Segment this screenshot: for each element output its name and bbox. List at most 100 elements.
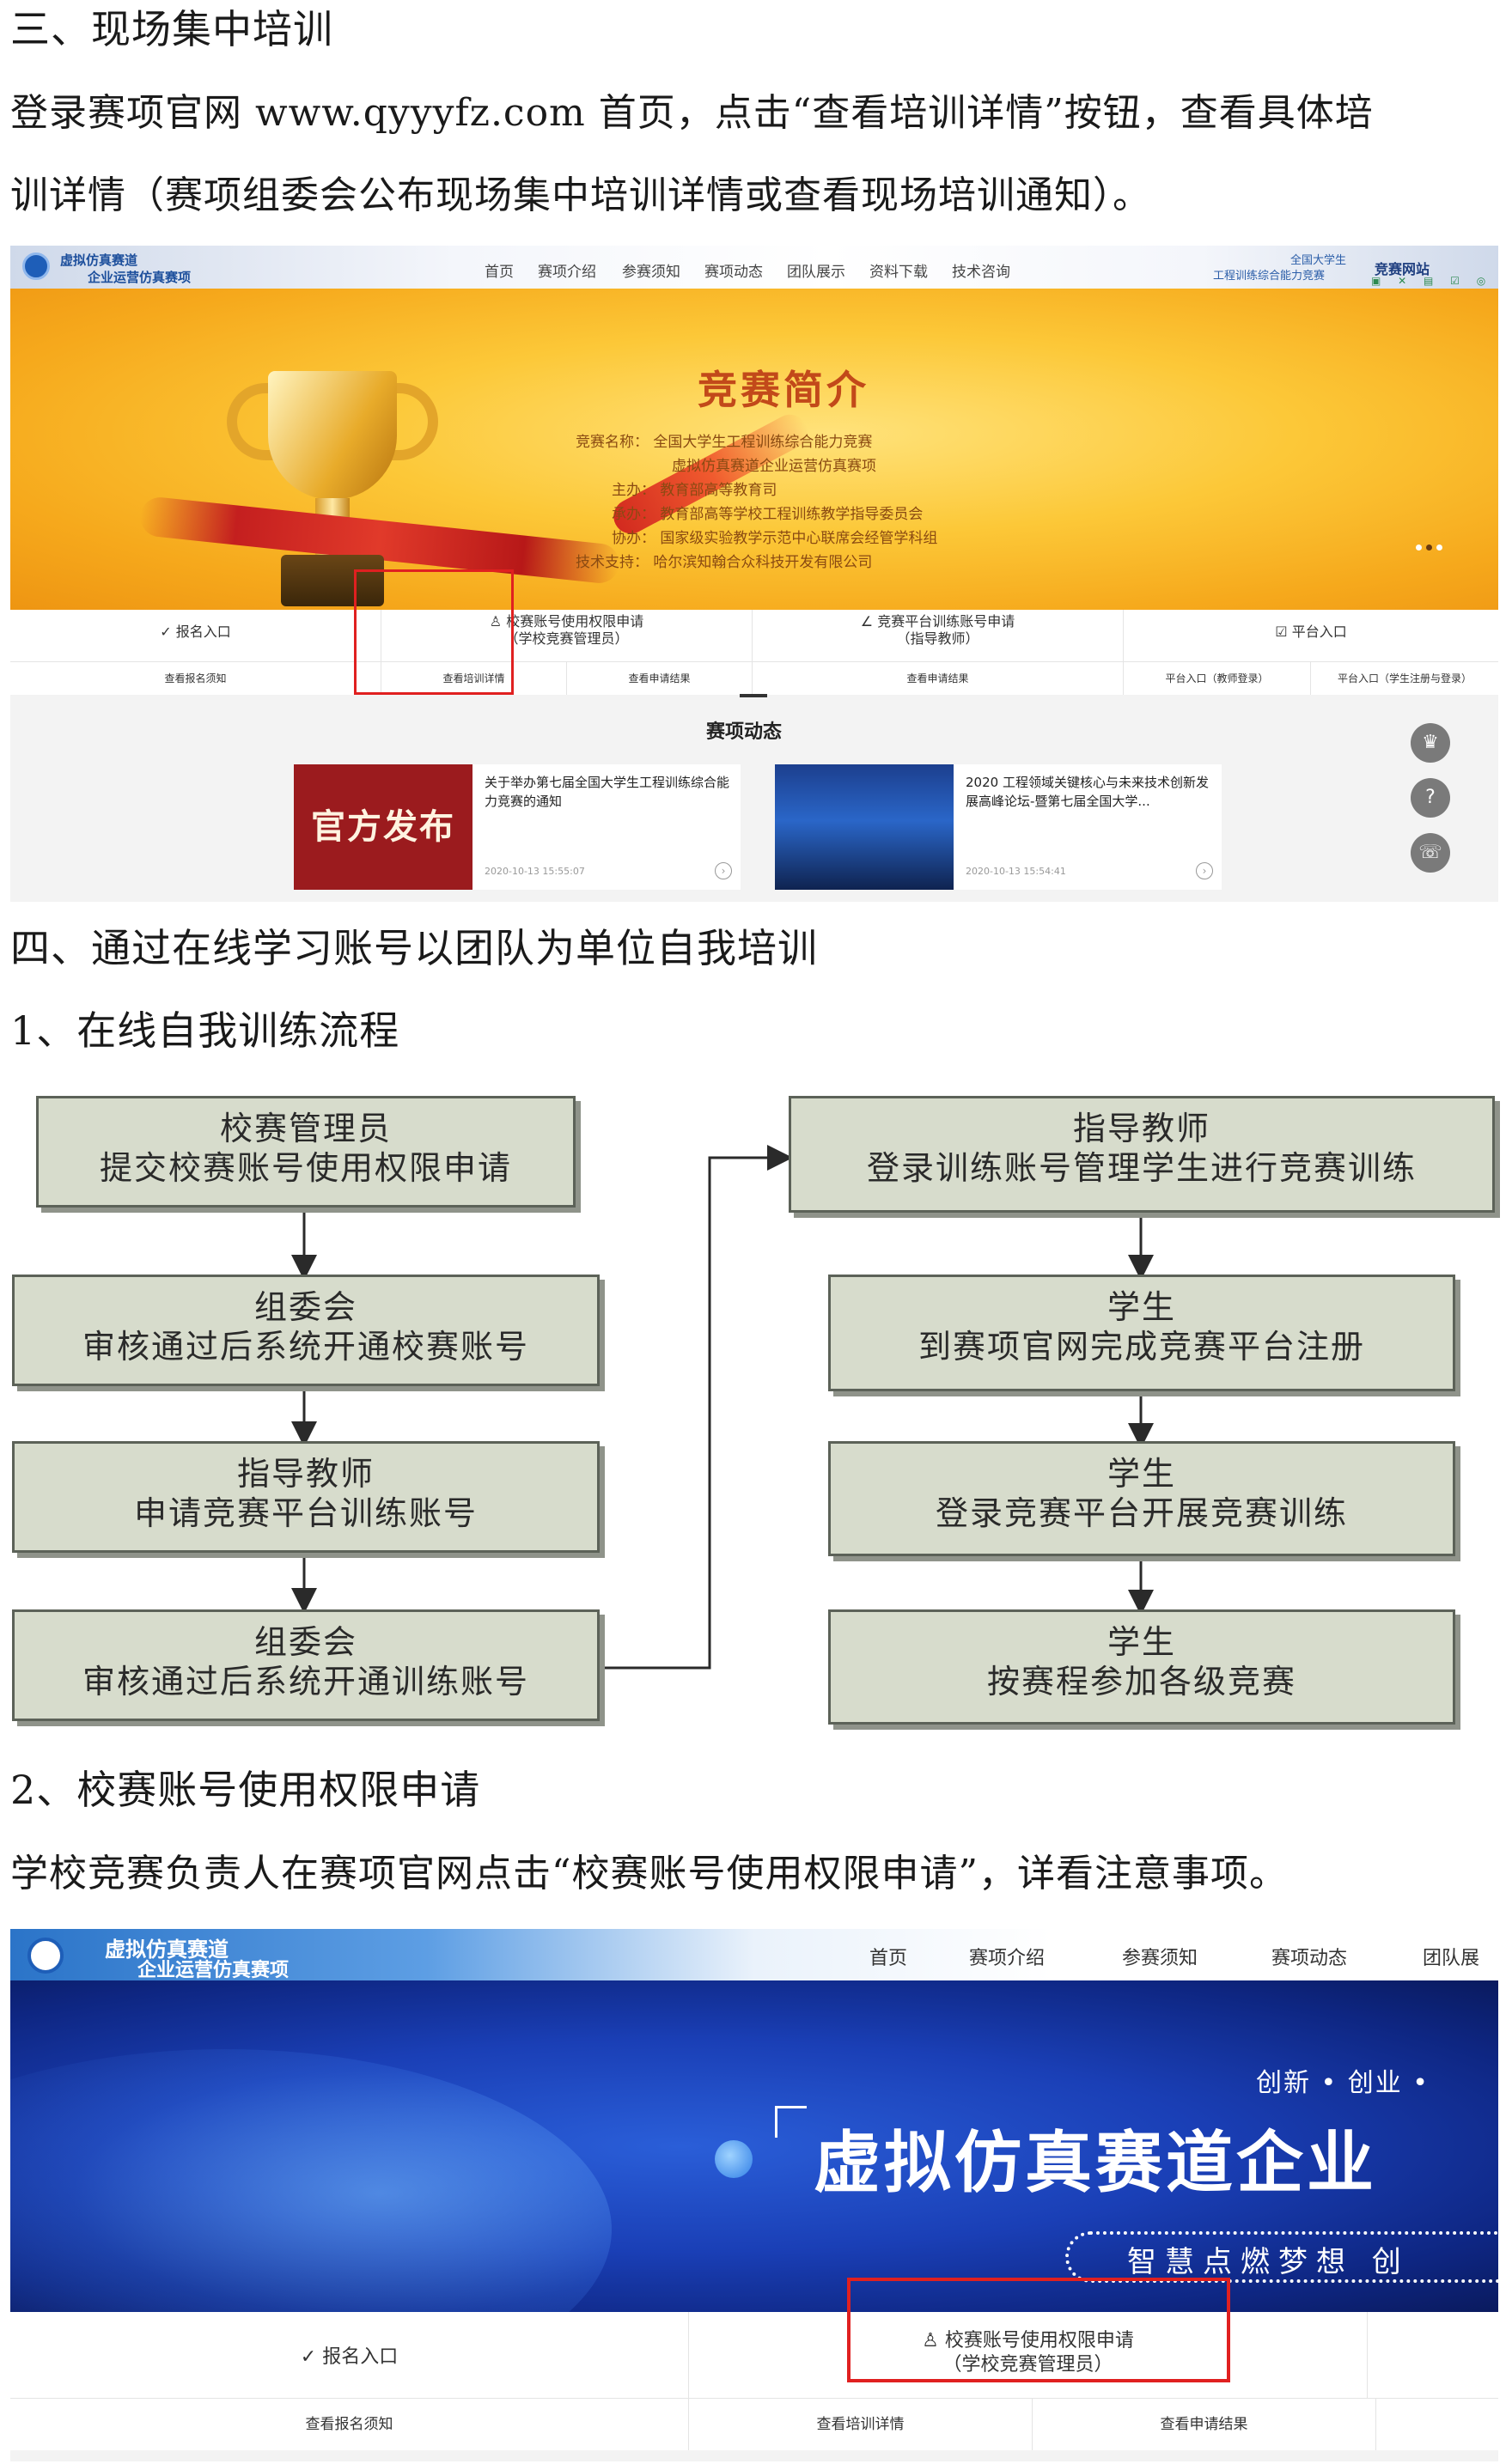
- highlight-box: [354, 569, 514, 695]
- flow-step-right-3: 学生 登录竞赛平台开展竞赛训练: [828, 1441, 1455, 1556]
- news-divider: [740, 694, 767, 697]
- flow-step-role: 指导教师: [236, 1455, 375, 1493]
- link-view-training-details[interactable]: 查看培训详情: [689, 2399, 1033, 2450]
- news-card[interactable]: 官方发布 关于举办第七届全国大学生工程训练综合能 力竞赛的通知 2020-10-…: [294, 764, 741, 890]
- tab-registration[interactable]: ✓ 报名入口: [10, 610, 381, 661]
- nav-teams[interactable]: 团队展: [1423, 1948, 1480, 1969]
- flow-step-action: 审核通过后系统开通训练账号: [82, 1663, 529, 1700]
- section4-subheading-1: 1、在线自我训练流程: [10, 1007, 400, 1054]
- glow-dot: [715, 2140, 753, 2178]
- link-view-training-details[interactable]: 查看培训详情: [381, 662, 567, 695]
- news-card-image: 官方发布: [294, 764, 472, 890]
- banner-tagline: 创新 • 创业 •: [1256, 2068, 1430, 2098]
- check-icon: ✓: [160, 624, 172, 640]
- site-logo-line1: 虚拟仿真赛道: [60, 252, 138, 268]
- info-line: 协办： 国家级实验教学示范中心联席会经管学科组: [612, 530, 938, 547]
- site-nav-bar: 虚拟仿真赛道 企业运营仿真赛项 首页 赛项介绍 参赛须知 赛项动态 团队展示 资…: [10, 246, 1498, 289]
- section4-subheading-2: 2、校赛账号使用权限申请: [10, 1767, 481, 1813]
- sub-links: 查看报名须知 查看培训详情 查看申请结果 查看申请结果 平台入口（教师登录） 平…: [10, 662, 1498, 695]
- help-side-icon[interactable]: ?: [1411, 778, 1450, 818]
- link-view-reg-notice[interactable]: 查看报名须知: [10, 2399, 689, 2450]
- flow-step-action: 到赛项官网完成竞赛平台注册: [918, 1328, 1365, 1366]
- flow-step-role: 学生: [1107, 1288, 1176, 1326]
- news-card[interactable]: 2020 工程领域关键核心与未来技术创新发 展高峰论坛-暨第七届全国大学... …: [775, 764, 1222, 890]
- nav-right-line1: 全国大学生: [1290, 254, 1347, 267]
- flow-step-action: 登录竞赛平台开展竞赛训练: [935, 1494, 1348, 1532]
- tab-training-account[interactable]: ∠ 竞赛平台训练账号申请 （指导教师）: [753, 610, 1124, 661]
- flow-step-right-1: 指导教师 登录训练账号管理学生进行竞赛训练: [789, 1096, 1495, 1213]
- site-logo-line2: 企业运营仿真赛项: [88, 270, 192, 285]
- nav-support[interactable]: 技术咨询: [952, 264, 1010, 281]
- flow-step-left-1: 校赛管理员 提交校赛账号使用权限申请: [36, 1096, 576, 1208]
- trophy-base: [281, 555, 384, 606]
- nav-notice[interactable]: 参赛须知: [622, 264, 680, 281]
- banner-title: 虚拟仿真赛道企业: [814, 2124, 1378, 2202]
- nav-teams[interactable]: 团队展示: [787, 264, 845, 281]
- flow-step-action: 登录训练账号管理学生进行竞赛训练: [866, 1149, 1417, 1187]
- slogan-pill: [1065, 2231, 1498, 2283]
- nav-intro[interactable]: 赛项介绍: [538, 264, 596, 281]
- tab-sublabel: （学校竞赛管理员）: [504, 630, 629, 647]
- flow-step-left-4: 组委会 审核通过后系统开通训练账号: [12, 1609, 600, 1721]
- nav-downloads[interactable]: 资料下载: [869, 264, 928, 281]
- info-line: 主办： 教育部高等教育司: [612, 482, 777, 499]
- site-nav-bar: 虚拟仿真赛道 企业运营仿真赛项 首页 赛项介绍 参赛须知 赛项动态 团队展: [10, 1929, 1498, 1981]
- trophy-side-icon[interactable]: ♛: [1411, 723, 1450, 763]
- tab-label: 竞赛平台训练账号申请: [877, 613, 1015, 630]
- flow-step-role: 校赛管理员: [219, 1110, 392, 1147]
- link-view-result[interactable]: 查看申请结果: [1033, 2399, 1376, 2450]
- link-student-login[interactable]: 平台入口（学生注册与登录）: [1337, 672, 1472, 684]
- edit-icon: ∠: [860, 613, 874, 630]
- phone-side-icon[interactable]: ☏: [1411, 833, 1450, 873]
- site-logo-icon: [22, 252, 50, 280]
- nav-news[interactable]: 赛项动态: [1271, 1948, 1348, 1969]
- flow-step-role: 指导教师: [1072, 1110, 1210, 1147]
- flow-step-role: 组委会: [253, 1288, 357, 1326]
- link-view-reg-notice[interactable]: 查看报名须知: [10, 662, 381, 695]
- tab-label: 校赛账号使用权限申请: [944, 2330, 1134, 2351]
- news-section-title: 赛项动态: [706, 721, 783, 743]
- tab-label: 报名入口: [175, 624, 231, 640]
- flow-step-left-3: 指导教师 申请竞赛平台训练账号: [12, 1441, 600, 1553]
- highlight-box: [847, 2278, 1230, 2382]
- nav-right-line2: 工程训练综合能力竞赛: [1213, 270, 1326, 283]
- carousel-dots[interactable]: [1416, 538, 1447, 554]
- website-screenshot-2: 虚拟仿真赛道 企业运营仿真赛项 首页 赛项介绍 参赛须知 赛项动态 团队展 创新…: [10, 1929, 1498, 2461]
- tab-registration[interactable]: ✓ 报名入口: [10, 2312, 689, 2398]
- arrow-right-icon[interactable]: ›: [1196, 862, 1213, 879]
- link-view-result[interactable]: 查看申请结果: [567, 662, 753, 695]
- nav-news[interactable]: 赛项动态: [704, 264, 763, 281]
- entry-tabs: ✓ 报名入口 ♙ 校赛账号使用权限申请 （学校竞赛管理员） ∠ 竞赛平台训练账号…: [10, 610, 1498, 662]
- slogan-text: 智慧点燃梦想 创: [1127, 2245, 1410, 2279]
- tab-label: 报名入口: [322, 2346, 399, 2368]
- section3-para-line1: 登录赛项官网 www.qyyyfz.com 首页，点击“查看培训详情”按钮，查看…: [10, 91, 1374, 135]
- tab-school-account[interactable]: ♙ 校赛账号使用权限申请 （学校竞赛管理员）: [689, 2312, 1368, 2398]
- tab-label: 校赛账号使用权限申请: [506, 613, 644, 630]
- news-card-date: 2020-10-13 15:54:41: [966, 866, 1066, 877]
- tab-school-account[interactable]: ♙ 校赛账号使用权限申请 （学校竞赛管理员）: [381, 610, 753, 661]
- nav-right-site-link[interactable]: 竞赛网站: [1375, 261, 1430, 277]
- info-line: 虚拟仿真赛道企业运营仿真赛项: [672, 458, 876, 475]
- arrow-right-icon[interactable]: ›: [715, 862, 732, 879]
- info-line: 承办： 教育部高等学校工程训练教学指导委员会: [612, 506, 924, 523]
- nav-intro[interactable]: 赛项介绍: [969, 1948, 1046, 1969]
- site-logo-line2: 企业运营仿真赛项: [137, 1960, 290, 1981]
- nav-notice[interactable]: 参赛须知: [1122, 1948, 1198, 1969]
- nav-home[interactable]: 首页: [485, 264, 514, 281]
- news-card-title-line1: 2020 工程领域关键核心与未来技术创新发: [966, 775, 1209, 790]
- flow-step-left-2: 组委会 审核通过后系统开通校赛账号: [12, 1275, 600, 1386]
- user-icon: ♙: [489, 613, 503, 630]
- website-screenshot-1: 虚拟仿真赛道 企业运营仿真赛项 首页 赛项介绍 参赛须知 赛项动态 团队展示 资…: [10, 246, 1498, 902]
- info-line: 竞赛名称： 全国大学生工程训练综合能力竞赛: [576, 434, 873, 451]
- link-view-result-2[interactable]: 查看申请结果: [753, 662, 1124, 695]
- bracket-decoration: [775, 2106, 807, 2138]
- user-icon: ♙: [922, 2330, 939, 2351]
- tab-platform[interactable]: ☑ 平台入口: [1124, 610, 1498, 661]
- trophy-icon: [268, 371, 397, 500]
- link-teacher-login[interactable]: 平台入口（教师登录）: [1124, 662, 1311, 695]
- flow-step-action: 审核通过后系统开通校赛账号: [82, 1328, 529, 1366]
- nav-home[interactable]: 首页: [869, 1948, 908, 1969]
- nav-share-icons[interactable]: ▣ ✕ ▤ ☑ ◎: [1371, 275, 1493, 287]
- flow-step-action: 申请竞赛平台训练账号: [133, 1494, 478, 1532]
- tab-sublabel: （学校竞赛管理员）: [942, 2354, 1113, 2376]
